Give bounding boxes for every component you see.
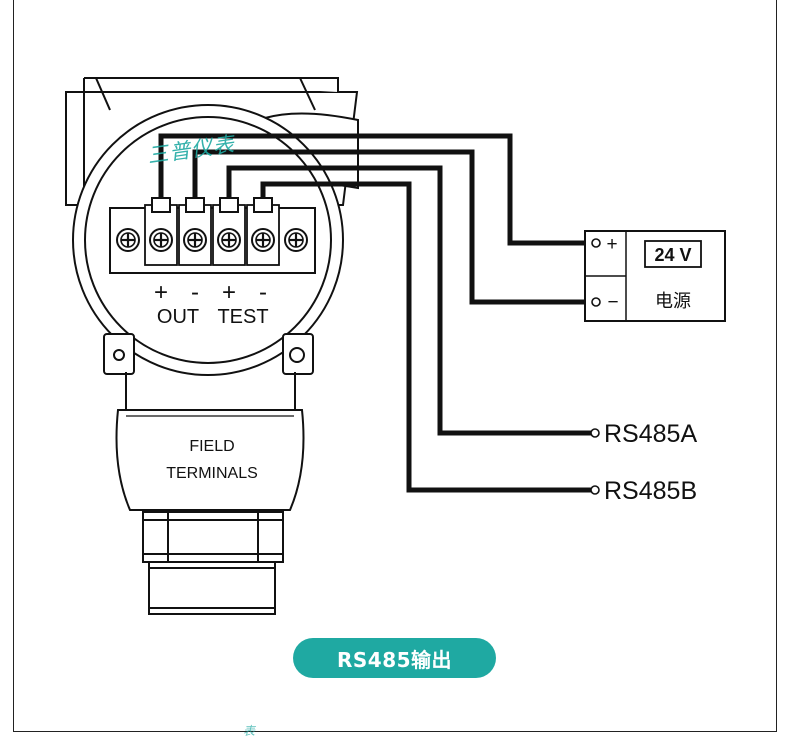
housing-label-terminals: TERMINALS	[166, 465, 258, 482]
power-plus-sign: +	[606, 234, 617, 255]
rs485b-terminal-icon	[590, 485, 600, 495]
terminal-out-minus: -	[191, 279, 199, 306]
terminal-group-test: TEST	[217, 306, 268, 328]
terminal-block	[109, 197, 316, 274]
process-connection	[142, 511, 284, 615]
wire-out-plus	[158, 133, 585, 246]
rs485b-label: RS485B	[604, 477, 697, 505]
power-voltage: 24 V	[654, 245, 691, 265]
transmitter-neck	[125, 372, 296, 411]
rs485-terminals: RS485A RS485B	[590, 420, 697, 505]
field-terminals-body: FIELD TERMINALS	[115, 409, 305, 511]
terminal-labels: + - + - OUT TEST	[154, 279, 269, 328]
terminal-minus-icon	[591, 297, 601, 307]
screw-icon	[148, 227, 174, 253]
screw-icon	[115, 227, 141, 253]
terminal-test-minus: -	[259, 279, 267, 306]
screw-icon	[216, 227, 242, 253]
terminal-test-plus: +	[222, 279, 236, 306]
wires	[158, 133, 595, 493]
caption-badge: RS485输出	[293, 638, 496, 678]
terminal-group-out: OUT	[157, 306, 199, 328]
rs485a-label: RS485A	[604, 420, 697, 448]
wire-rs485a	[226, 165, 595, 436]
housing-label-field: FIELD	[189, 438, 234, 455]
diagram-frame	[13, 0, 777, 732]
screw-icon	[250, 227, 276, 253]
power-label: 电源	[655, 291, 691, 312]
power-minus-sign: −	[607, 292, 618, 313]
screw-icon	[283, 227, 309, 253]
terminal-plus-icon	[591, 238, 601, 248]
wire-out-minus	[192, 149, 585, 305]
terminal-out-plus: +	[154, 279, 168, 306]
screw-icon	[182, 227, 208, 253]
watermark-fragment: 表	[243, 724, 256, 738]
power-supply: + − 24 V 电源	[584, 230, 726, 322]
wire-rs485b	[260, 181, 595, 493]
rs485a-terminal-icon	[590, 428, 600, 438]
side-lugs	[103, 333, 314, 375]
